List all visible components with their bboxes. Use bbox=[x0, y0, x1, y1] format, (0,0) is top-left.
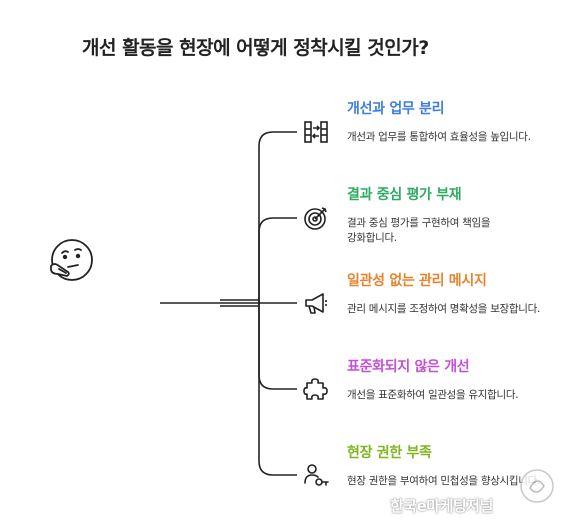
split-columns-icon bbox=[304, 121, 328, 143]
user-key-icon bbox=[304, 464, 329, 486]
item-desc-5: 현장 권한을 부여하여 민첩성을 향상시킵니다. bbox=[347, 475, 541, 487]
diagram-title: 개선 활동을 현장에 어떻게 정착시킬 것인가? bbox=[82, 37, 429, 59]
puzzle-icon bbox=[303, 378, 328, 400]
item-title-2: 결과 중심 평가 부재 bbox=[347, 187, 462, 203]
thinking-face-icon bbox=[50, 239, 93, 281]
watermark-logo bbox=[520, 469, 554, 503]
item-desc-2: 결과 중심 평가를 구현하여 책임을 강화합니다. bbox=[347, 217, 491, 244]
item-title-5: 현장 권한 부족 bbox=[347, 445, 432, 461]
item-title-4: 표준화되지 않은 개선 bbox=[347, 359, 470, 375]
item-title-1: 개선과 업무 분리 bbox=[347, 101, 445, 117]
watermark-text: 한국e마케팅저널 bbox=[390, 497, 493, 515]
item-desc-4: 개선을 표준화하여 일관성을 유지합니다. bbox=[347, 389, 519, 401]
target-icon bbox=[304, 207, 327, 230]
item-title-3: 일관성 없는 관리 메시지 bbox=[347, 273, 487, 289]
item-desc-3: 관리 메시지를 조정하여 명확성을 보장합니다. bbox=[347, 303, 541, 315]
item-desc-1: 개선과 업무를 통합하여 효율성을 높입니다. bbox=[347, 131, 531, 143]
megaphone-icon bbox=[305, 293, 327, 314]
